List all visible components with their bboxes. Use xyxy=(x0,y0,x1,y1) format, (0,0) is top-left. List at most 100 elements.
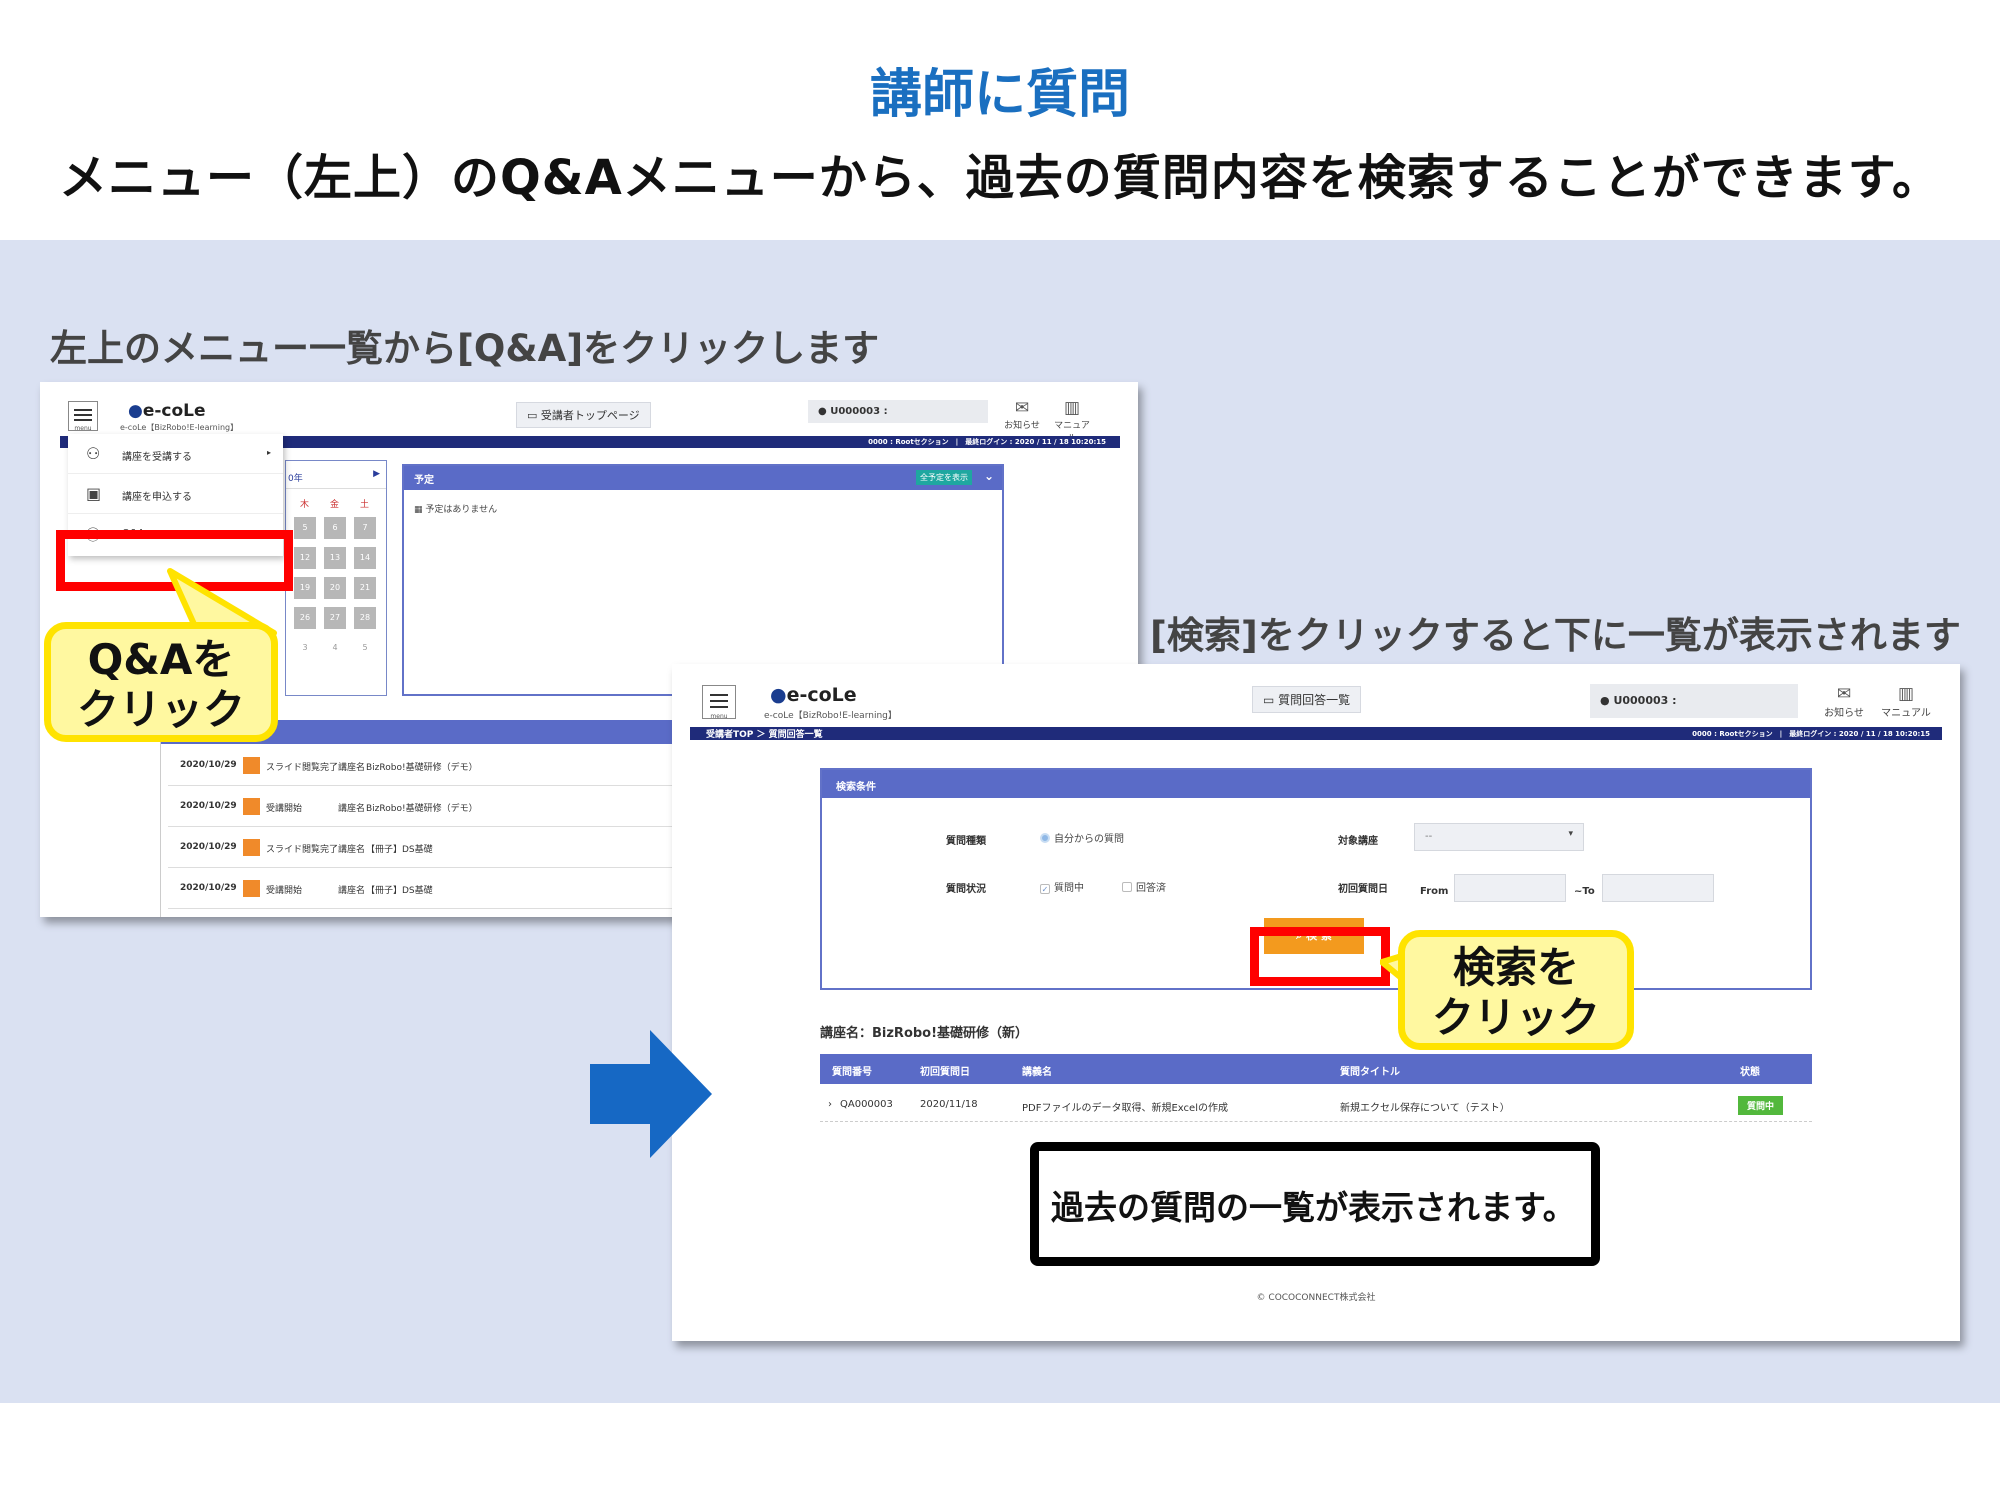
status-answered-checkbox[interactable]: 回答済 xyxy=(1122,879,1166,894)
question-title: 新規エクセル保存について（テスト） xyxy=(1340,1103,1510,1114)
schedule-panel: 予定 全予定を表示 ⌄ ▦ 予定はありません xyxy=(402,464,1004,696)
book-icon: ▥ xyxy=(1897,684,1915,704)
calendar-day[interactable]: 4 xyxy=(332,643,338,652)
weekday-fri: 金 xyxy=(330,500,340,510)
history-nm: BizRobo!基礎研修（デモ） xyxy=(366,763,478,773)
footer-copyright: © COCOCONNECT株式会社 xyxy=(1256,1293,1376,1303)
calendar-day[interactable]: 27 xyxy=(324,607,346,629)
mail-icon: ✉ xyxy=(1014,398,1030,418)
calendar-day[interactable]: 28 xyxy=(354,607,376,629)
question-id: QA000003 xyxy=(840,1099,893,1110)
chevron-down-icon[interactable]: ⌄ xyxy=(983,469,994,483)
mail-icon: ✉ xyxy=(1836,684,1852,704)
highlight-search-button xyxy=(1250,927,1390,986)
calendar-day[interactable]: 6 xyxy=(324,517,346,539)
calendar-day[interactable]: 3 xyxy=(302,643,308,652)
question-type-radio[interactable]: 自分からの質問 xyxy=(1040,830,1124,845)
logo: ●e-coLe xyxy=(770,684,857,706)
caption-right: [検索]をクリックすると下に一覧が表示されます xyxy=(1150,614,1961,657)
question-status-label: 質問状況 xyxy=(946,884,986,895)
schedule-empty-text: 予定はありません xyxy=(425,505,498,515)
history-nl: 講座名 xyxy=(338,845,366,855)
book-icon: ▥ xyxy=(1063,398,1081,418)
breadcrumb-text[interactable]: 受講者TOP ＞ 質問回答一覧 xyxy=(706,730,823,740)
course-list-title: 講座名：BizRobo!基礎研修（新） xyxy=(820,1026,1029,1041)
next-month-icon[interactable]: ▶ xyxy=(373,469,380,479)
person-icon: ⚇ xyxy=(86,444,101,463)
calendar-icon: ▦ xyxy=(414,505,426,515)
history-nm: 【冊子】DS基礎 xyxy=(366,886,433,896)
calendar-month: 0年 xyxy=(288,474,303,484)
from-label: From xyxy=(1420,886,1449,897)
calendar-day[interactable]: 19 xyxy=(294,577,316,599)
document-icon xyxy=(243,839,260,856)
chevron-right-icon: ▸ xyxy=(266,448,271,457)
date-from-input[interactable] xyxy=(1454,874,1566,902)
table-row[interactable]: › QA000003 2020/11/18 PDFファイルのデータ取得、新規Ex… xyxy=(820,1088,1812,1122)
calendar-day[interactable]: 5 xyxy=(294,517,316,539)
slide-subtitle: メニュー（左上）のQ&Aメニューから、過去の質問内容を検索することができます。 xyxy=(58,150,1942,206)
calendar-day[interactable]: 26 xyxy=(294,607,316,629)
monitor-icon: ▭ xyxy=(1263,693,1279,707)
manual-button[interactable]: ▥マニュアル xyxy=(1878,684,1934,719)
calendar-day[interactable]: 13 xyxy=(324,547,346,569)
history-nl: 講座名 xyxy=(338,763,366,773)
calendar-day[interactable]: 20 xyxy=(324,577,346,599)
logo: ●e-coLe xyxy=(128,401,206,421)
user-box[interactable]: ● U000003 : xyxy=(808,400,988,423)
qa-list-button[interactable]: ▭ 質問回答一覧 xyxy=(1252,686,1362,713)
history-act: スライド閲覧完了 xyxy=(266,763,339,773)
column-lecture: 講義名 xyxy=(1022,1067,1052,1078)
callout-click-qa: Q&Aを クリック xyxy=(44,622,278,742)
calendar-day[interactable]: 12 xyxy=(294,547,316,569)
expand-row-icon[interactable]: › xyxy=(828,1099,832,1110)
hamburger-menu-button[interactable]: menu xyxy=(702,685,736,720)
document-icon xyxy=(243,880,260,897)
notice-button[interactable]: ✉お知らせ xyxy=(1822,684,1866,719)
info-bar: 0000 : Rootセクション | 最終ログイン : 2020 / 11 / … xyxy=(1692,730,1930,738)
menu-item-apply-course[interactable]: ▣ 講座を申込する xyxy=(68,474,283,514)
search-conditions-panel: 検索条件 質問種類 自分からの質問 対象講座 --▾ 質問状況 ✓質問中 回答済… xyxy=(820,768,1812,990)
search-panel-title: 検索条件 xyxy=(836,782,876,793)
top-page-button[interactable]: ▭ 受講者トップページ xyxy=(516,402,651,428)
calendar-day[interactable]: 21 xyxy=(354,577,376,599)
calendar-day[interactable]: 7 xyxy=(354,517,376,539)
history-nl: 講座名 xyxy=(338,804,366,814)
target-course-select[interactable]: --▾ xyxy=(1414,823,1584,851)
question-type-label: 質問種類 xyxy=(946,836,986,847)
user-icon: ● xyxy=(1600,694,1614,707)
history-nm: 【冊子】DS基礎 xyxy=(366,845,433,855)
show-all-schedule-button[interactable]: 全予定を表示 xyxy=(916,470,972,485)
schedule-title: 予定 xyxy=(414,475,434,486)
monitor-icon: ▭ xyxy=(527,409,541,422)
hamburger-menu-button[interactable]: menu xyxy=(68,401,98,432)
calendar-icon: ▣ xyxy=(86,484,102,503)
history-act: スライド閲覧完了 xyxy=(266,845,339,855)
breadcrumb: 受講者TOP ＞ 質問回答一覧 0000 : Rootセクション | 最終ログイ… xyxy=(690,727,1942,740)
weekday-sat: 土 xyxy=(360,500,370,510)
history-date: 2020/10/29 xyxy=(180,842,237,852)
notice-button[interactable]: ✉お知らせ xyxy=(1000,398,1044,431)
user-box[interactable]: ● U000003 : xyxy=(1590,684,1798,718)
column-question-id: 質問番号 xyxy=(832,1067,872,1078)
user-icon: ● xyxy=(818,406,831,417)
logo-subtitle: e-coLe【BizRobo!E-learning】 xyxy=(764,711,897,721)
date-to-input[interactable] xyxy=(1602,874,1714,902)
history-date: 2020/10/29 xyxy=(180,883,237,893)
history-date: 2020/10/29 xyxy=(180,801,237,811)
status-open-checkbox[interactable]: ✓質問中 xyxy=(1040,883,1084,894)
menu-label: menu xyxy=(74,425,92,432)
menu-item-take-course[interactable]: ⚇ 講座を受講する ▸ xyxy=(68,434,283,474)
qa-table-header: 質問番号 初回質問日 講義名 質問タイトル 状態 xyxy=(820,1054,1812,1084)
lecture-name: PDFファイルのデータ取得、新規Excelの作成 xyxy=(1022,1103,1228,1114)
slide-title: 講師に質問 xyxy=(869,65,1130,125)
calendar-day[interactable]: 14 xyxy=(354,547,376,569)
to-label: ~To xyxy=(1574,886,1595,897)
target-course-label: 対象講座 xyxy=(1338,836,1378,847)
history-act: 受講開始 xyxy=(266,886,303,896)
calendar-day[interactable]: 5 xyxy=(362,643,368,652)
